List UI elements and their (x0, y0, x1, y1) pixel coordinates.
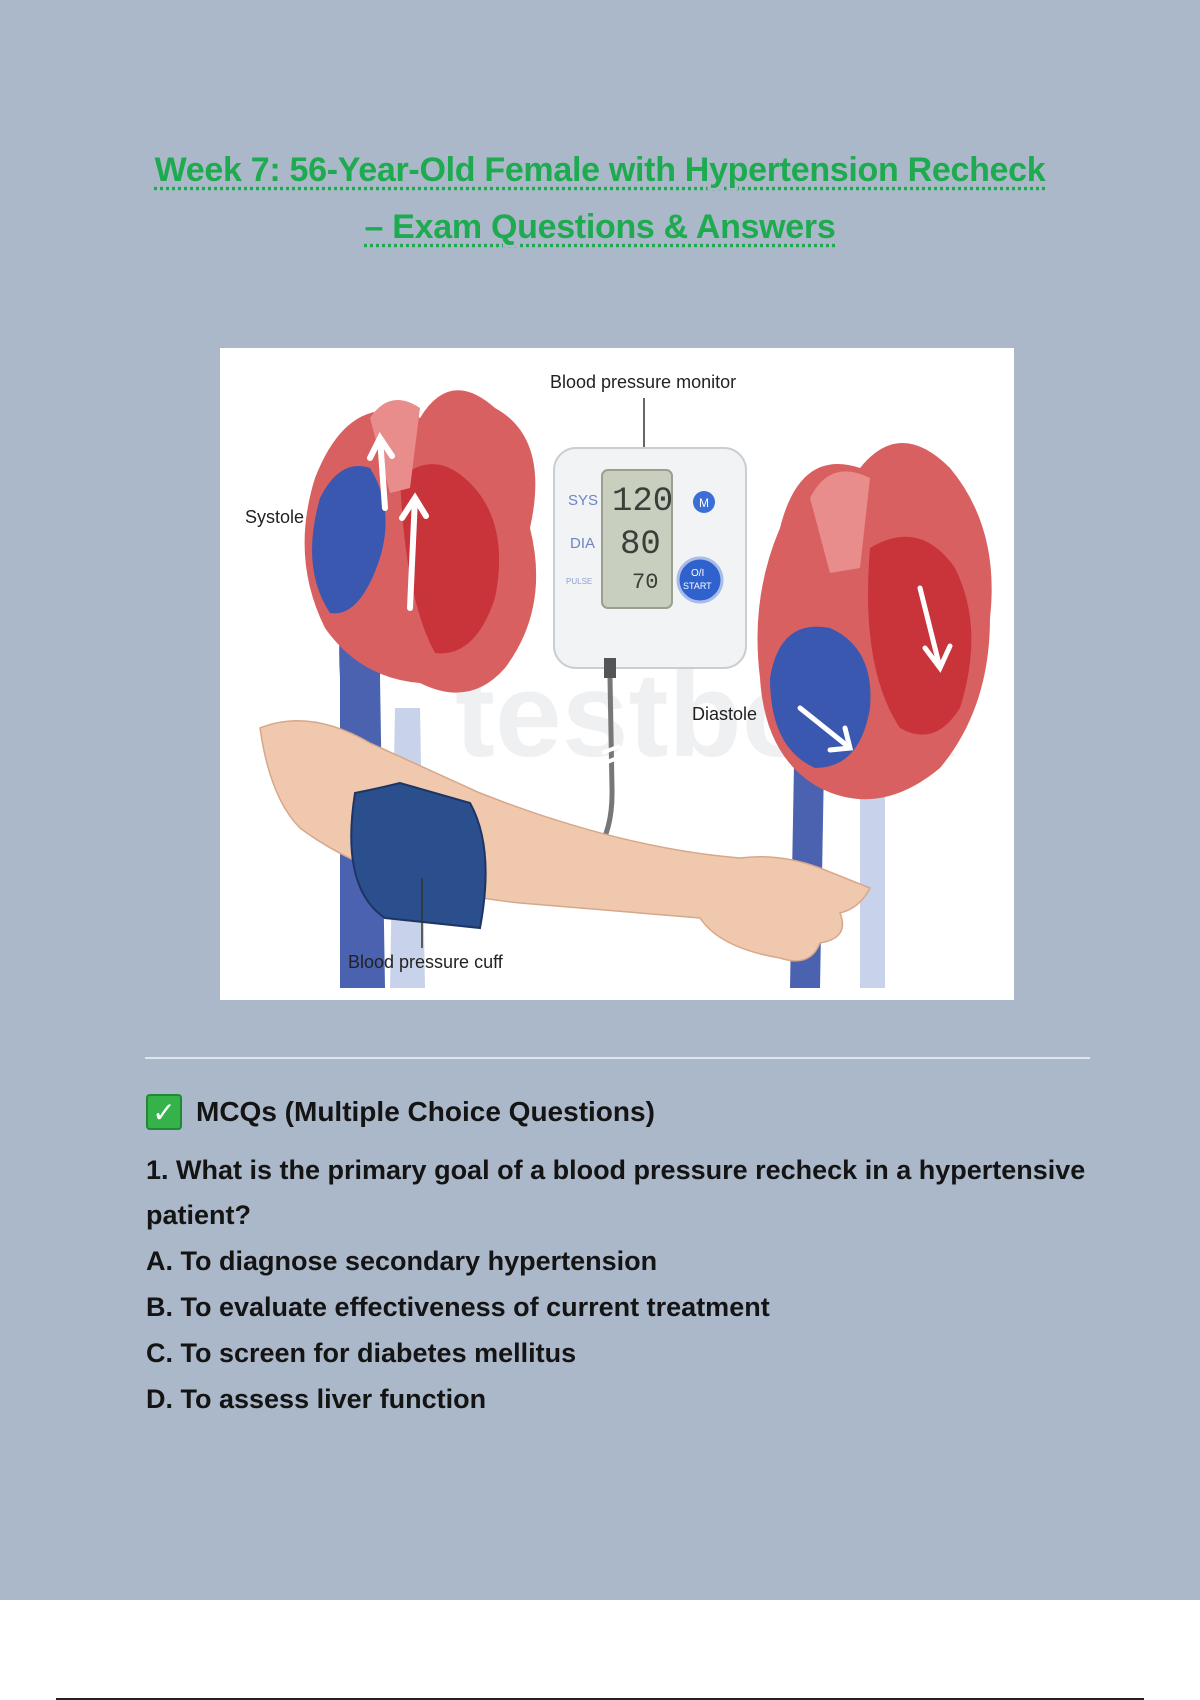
start-button-line-1: O/I (691, 568, 704, 579)
diastole-heart-illustration (757, 443, 992, 988)
dia-label: DIA (570, 535, 595, 552)
dia-value: 80 (620, 526, 661, 564)
sys-label: SYS (568, 492, 598, 509)
start-button-line-2: START (683, 581, 712, 591)
label-diastole: Diastole (692, 704, 757, 724)
pulse-value: 70 (632, 570, 658, 595)
blood-pressure-cuff (350, 781, 487, 930)
start-button (676, 556, 724, 604)
document-title: Week 7: 56-Year-Old Female with Hyperten… (100, 142, 1100, 256)
mcq-heading-text: MCQs (Multiple Choice Questions) (196, 1096, 655, 1127)
label-systole: Systole (245, 507, 304, 527)
question-1-option-c: C. To screen for diabetes mellitus (146, 1338, 577, 1368)
question-1-option-d: D. To assess liver function (146, 1384, 487, 1414)
section-divider (145, 1057, 1090, 1059)
label-cuff: Blood pressure cuff (348, 952, 504, 972)
blood-pressure-illustration: testbook SYS (220, 348, 1014, 1000)
check-mark-icon: ✓ (146, 1094, 182, 1130)
question-1-option-a: A. To diagnose secondary hypertension (146, 1246, 658, 1276)
mcq-heading: ✓ MCQs (Multiple Choice Questions) (146, 1088, 1086, 1136)
mcq-section: ✓ MCQs (Multiple Choice Questions) 1. Wh… (146, 1088, 1086, 1422)
memory-button (693, 491, 715, 513)
question-1-option-b: B. To evaluate effectiveness of current … (146, 1292, 770, 1322)
pulse-label: PULSE (566, 577, 592, 586)
systole-heart-illustration (304, 390, 537, 988)
question-1-text: 1. What is the primary goal of a blood p… (146, 1155, 1086, 1230)
sys-value: 120 (612, 483, 673, 521)
title-line-2: – Exam Questions & Answers (364, 208, 836, 246)
blood-pressure-monitor: SYS DIA PULSE 120 80 70 M O/I START (553, 398, 747, 678)
memory-button-label: M (699, 496, 709, 510)
label-monitor: Blood pressure monitor (550, 372, 736, 392)
page-bottom-rule (56, 1698, 1144, 1700)
title-line-1: Week 7: 56-Year-Old Female with Hyperten… (154, 151, 1046, 189)
